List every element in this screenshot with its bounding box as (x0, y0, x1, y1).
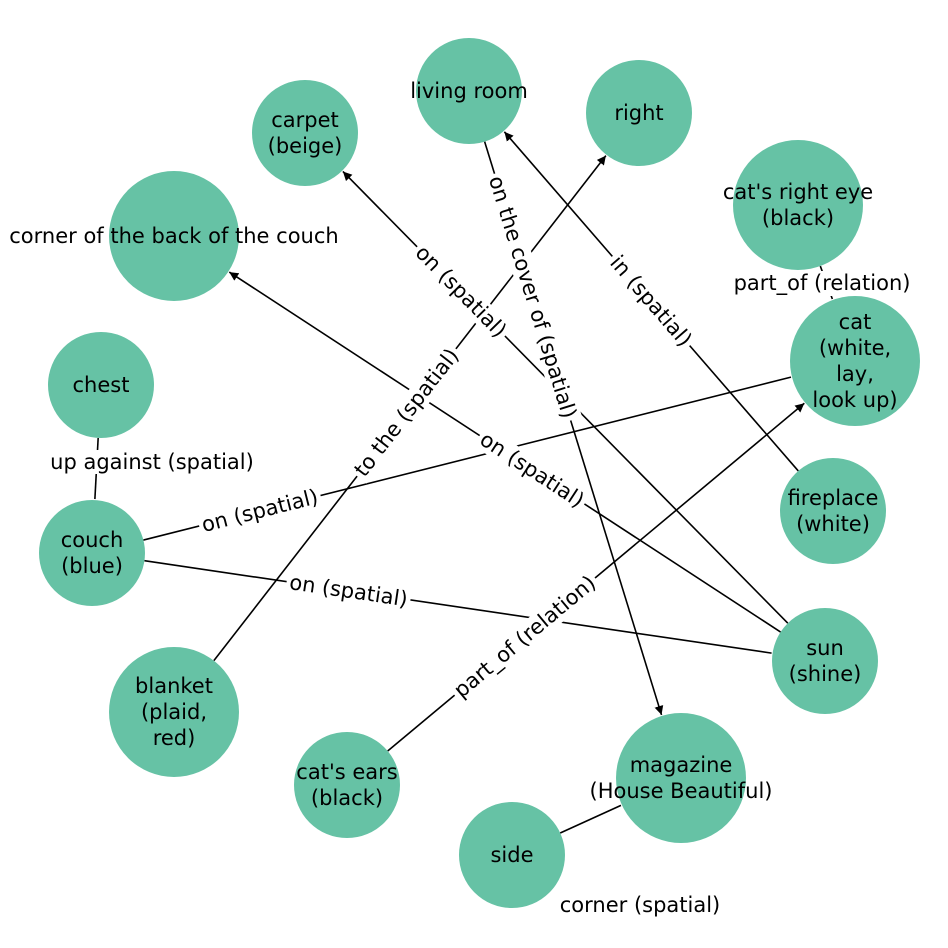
node-right[interactable]: right (586, 60, 692, 166)
node-label: corner of the back of the couch (9, 224, 338, 248)
node-circle[interactable] (733, 140, 863, 270)
node-label: blanket(plaid,red) (135, 674, 213, 750)
edge-label-text: part_of (relation) (734, 271, 911, 296)
node-fireplace[interactable]: fireplace(white) (780, 458, 886, 564)
edge-label-text: on the cover of (spatial) (484, 173, 581, 421)
edge-label: on (spatial) (408, 238, 514, 345)
edge-label: on (spatial) (473, 425, 592, 515)
edge-label-text: in (spatial) (605, 251, 697, 351)
node-cats-ears[interactable]: cat's ears(black) (294, 732, 400, 838)
node-label: couch(blue) (61, 528, 124, 578)
node-label: living room (410, 79, 528, 103)
node-cats-right-eye[interactable]: cat's right eye(black) (723, 140, 873, 270)
edge-label: corner (spatial) (556, 893, 724, 917)
node-circle[interactable] (252, 80, 358, 186)
node-label: magazine(House Beautiful) (590, 753, 773, 803)
edge-label-text: on (spatial) (199, 485, 320, 537)
edge-side-magazine (559, 804, 622, 834)
node-label: cat's ears(black) (296, 760, 397, 810)
node-circle[interactable] (416, 38, 522, 144)
node-circle[interactable] (109, 171, 239, 301)
node-label: fireplace(white) (788, 486, 879, 536)
node-magazine[interactable]: magazine(House Beautiful) (590, 713, 773, 843)
edge-label-text: part_of (relation) (449, 571, 601, 704)
node-circle[interactable] (48, 332, 154, 438)
edge-label: to the (spatial) (347, 341, 466, 484)
node-label: carpet(beige) (268, 108, 343, 158)
node-side[interactable]: side (459, 802, 565, 908)
node-cat[interactable]: cat(white,lay,look up) (790, 296, 920, 426)
edge-label-text: on (spatial) (476, 427, 589, 512)
node-label: side (490, 843, 533, 867)
edge-label-text: up against (spatial) (50, 450, 254, 474)
node-circle[interactable] (294, 732, 400, 838)
node-corner[interactable]: corner of the back of the couch (9, 171, 339, 301)
node-circle[interactable] (586, 60, 692, 166)
node-circle[interactable] (616, 713, 746, 843)
node-circle[interactable] (780, 458, 886, 564)
node-circle[interactable] (772, 608, 878, 714)
node-carpet[interactable]: carpet(beige) (252, 80, 358, 186)
node-circle[interactable] (459, 802, 565, 908)
node-circle[interactable] (109, 647, 239, 777)
edge-label: in (spatial) (603, 248, 699, 354)
node-living-room[interactable]: living room (410, 38, 528, 144)
node-sun[interactable]: sun(shine) (772, 608, 878, 714)
node-blanket[interactable]: blanket(plaid,red) (109, 647, 239, 777)
node-label: cat(white,lay,look up) (812, 310, 897, 412)
edge-couch-sun (144, 559, 772, 654)
node-label: cat's right eye(black) (723, 180, 873, 230)
edge-label-text: on (spatial) (288, 570, 409, 611)
edge-label: part_of (relation) (730, 271, 914, 296)
node-chest[interactable]: chest (48, 332, 154, 438)
edge-label: on the cover of (spatial) (483, 170, 583, 425)
edge-label: up against (spatial) (47, 450, 257, 474)
edge-label-text: on (spatial) (411, 241, 512, 343)
edge-label: on (spatial) (196, 483, 324, 538)
node-label: right (614, 101, 663, 125)
edge-label-text: to the (spatial) (349, 344, 463, 481)
node-label: chest (73, 373, 130, 397)
edge-label-text: corner (spatial) (560, 893, 721, 917)
node-couch[interactable]: couch(blue) (39, 500, 145, 606)
node-circle[interactable] (790, 296, 920, 426)
node-label: sun(shine) (789, 636, 862, 686)
edge-label: part_of (relation) (446, 568, 604, 706)
node-circle[interactable] (39, 500, 145, 606)
edge-label: on (spatial) (284, 569, 413, 612)
